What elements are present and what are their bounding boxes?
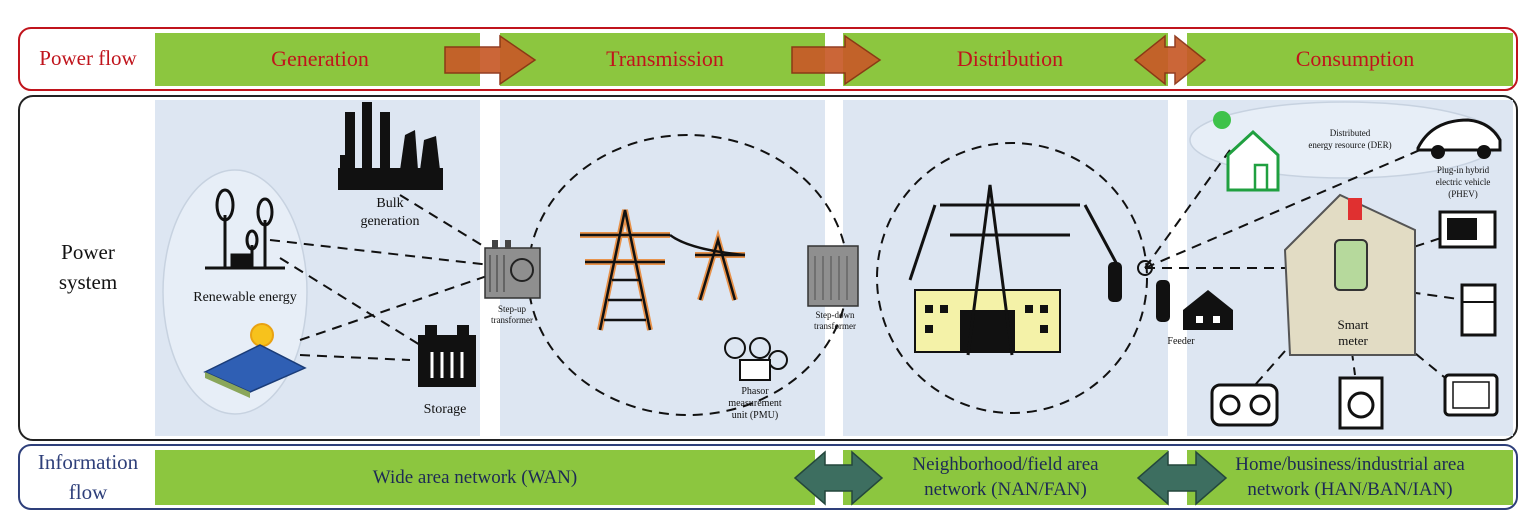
substation-icon <box>908 184 1122 356</box>
pmu-icon <box>724 337 788 381</box>
wan-band <box>155 450 815 505</box>
flow-arrow-dist-cons <box>1133 34 1207 86</box>
step-up-label-line1: Step-up <box>498 304 526 314</box>
microwave-icon <box>1438 210 1497 249</box>
info-arrow-nan-han <box>1136 450 1228 506</box>
power-system-label-line1: Power <box>61 240 115 264</box>
step-up-transformer-icon <box>484 240 541 299</box>
distribution-band <box>843 33 1168 86</box>
flow-arrow-trans-dist <box>791 34 882 86</box>
generation-band <box>155 33 480 86</box>
storage-battery-icon <box>418 325 476 387</box>
wan-label: Wide area network (WAN) <box>372 467 578 488</box>
der-label-line2: energy resource (DER) <box>1308 140 1392 150</box>
pmu-label-line2: measurement <box>728 398 782 409</box>
storage-label: Storage <box>423 402 467 417</box>
power-flow-label: Power flow <box>39 46 137 70</box>
radio-icon <box>1210 383 1279 427</box>
step-up-label-line2: transformer <box>491 315 533 325</box>
der-label-line1: Distributed <box>1329 128 1371 138</box>
consumption-band <box>1187 33 1513 86</box>
flow-arrow-gen-trans <box>444 34 537 86</box>
refrigerator-icon <box>1460 283 1497 337</box>
feeder-icon <box>1108 260 1233 330</box>
nan-label-line1: Neighborhood/field area <box>912 454 1099 475</box>
bulk-generation-label-line1: Bulk <box>376 196 404 211</box>
washing-machine-icon <box>1338 376 1384 430</box>
smart-home-icon <box>1283 193 1416 356</box>
information-flow-label-line1: Information <box>37 450 139 474</box>
transmission-band <box>500 33 825 86</box>
power-system-label-line2: system <box>58 270 118 294</box>
step-down-label-line1: Step-down <box>815 310 855 320</box>
step-down-transformer-icon <box>807 245 859 307</box>
phev-label-line2: electric vehicle <box>1435 177 1491 187</box>
stage-consumption: Consumption <box>1295 46 1415 71</box>
han-band <box>1187 450 1513 505</box>
nan-label-line2: network (NAN/FAN) <box>924 479 1087 500</box>
pmu-label-line3: unit (PMU) <box>731 410 779 421</box>
pmu-label-line1: Phasor <box>741 386 769 397</box>
wind-turbine-icon <box>205 188 285 270</box>
smart-meter-label-line1: Smart <box>1337 317 1369 332</box>
distribution-circle <box>876 142 1148 414</box>
han-label-line2: network (HAN/BAN/IAN) <box>1247 479 1453 500</box>
han-label-line1: Home/business/industrial area <box>1235 454 1465 475</box>
stage-generation: Generation <box>271 46 369 71</box>
phev-label-line3: (PHEV) <box>1448 189 1478 199</box>
stage-distribution: Distribution <box>956 46 1064 71</box>
info-arrow-wan-nan <box>793 450 884 506</box>
phev-label-line1: Plug-in hybrid <box>1436 165 1490 175</box>
factory-icon <box>338 102 443 190</box>
bulk-generation-label-line2: generation <box>360 214 420 229</box>
car-icon <box>1416 118 1502 159</box>
renewable-energy-label: Renewable energy <box>193 290 297 305</box>
stage-transmission: Transmission <box>606 46 724 71</box>
nan-band <box>843 450 1168 505</box>
step-down-label-line2: transformer <box>814 321 856 331</box>
solar-panel-icon <box>203 323 307 398</box>
smart-meter-label-line2: meter <box>1338 333 1368 348</box>
transmission-tower-outline <box>580 209 746 331</box>
feeder-label: Feeder <box>1167 336 1195 347</box>
information-flow-label-line2: flow <box>68 480 108 504</box>
green-house-icon <box>1213 111 1280 192</box>
tv-icon <box>1443 373 1499 417</box>
